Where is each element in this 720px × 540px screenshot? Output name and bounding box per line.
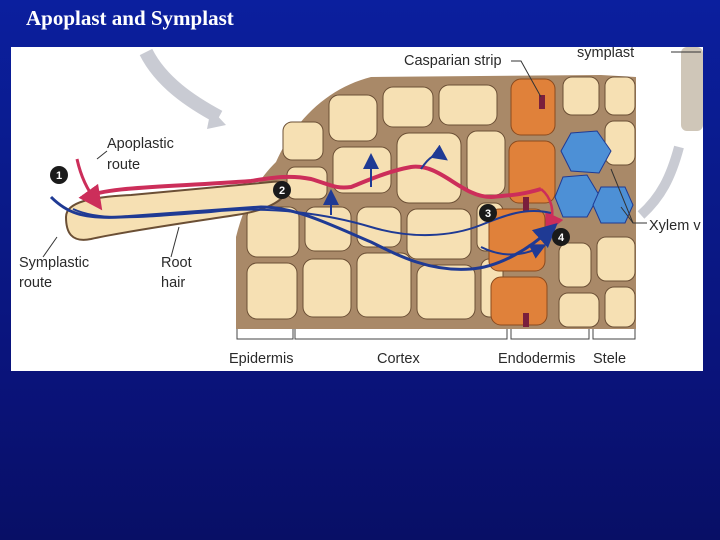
xylem-vessels (554, 130, 634, 224)
svg-text:3: 3 (485, 208, 491, 220)
svg-text:2: 2 (279, 185, 285, 197)
apoplastic-route-label-1: Apoplastic (107, 136, 174, 152)
marker-4: 4 (552, 228, 570, 246)
epidermis-label: Epidermis (229, 351, 293, 367)
stele-edge-cells (681, 47, 703, 131)
leader-lines (42, 51, 701, 258)
root-water-pathways-figure: 1 2 3 4 symplast Casparian strip Apoplas… (11, 47, 703, 371)
root-hair (64, 180, 288, 241)
casparian-strip-label: Casparian strip (404, 53, 502, 69)
cortex-label: Cortex (377, 351, 420, 367)
xylem-label: Xylem v (649, 218, 701, 234)
marker-1: 1 (50, 166, 68, 184)
root-hair-label-1: Root (161, 255, 192, 271)
apoplastic-route-entry-arrow (75, 158, 103, 211)
root-cross-section-diagram: 1 2 3 4 symplast Casparian strip Apoplas… (19, 47, 703, 367)
svg-text:4: 4 (558, 232, 565, 244)
background-flow-arrow-right (637, 145, 684, 219)
marker-2: 2 (273, 181, 291, 199)
apoplastic-route-path (87, 164, 542, 200)
cortex-side-arrow (420, 144, 448, 170)
root-hair-label-2: hair (161, 275, 185, 291)
stele-label: Stele (593, 351, 626, 367)
region-brackets (236, 329, 636, 340)
symplastic-route-label-1: Symplastic (19, 255, 89, 271)
symplast-corner-label: symplast (577, 47, 634, 61)
background-flow-arrow (139, 48, 223, 124)
slide-title: Apoplast and Symplast (26, 6, 234, 30)
apoplastic-route-label-2: route (107, 157, 140, 173)
stele-cells (558, 76, 636, 328)
symplastic-into-stele-arrow (480, 244, 547, 259)
symplastic-route-label-2: route (19, 275, 52, 291)
svg-text:1: 1 (56, 170, 62, 182)
marker-3: 3 (479, 204, 497, 222)
endodermis-label: Endodermis (498, 351, 575, 367)
casparian-strips (523, 95, 545, 327)
